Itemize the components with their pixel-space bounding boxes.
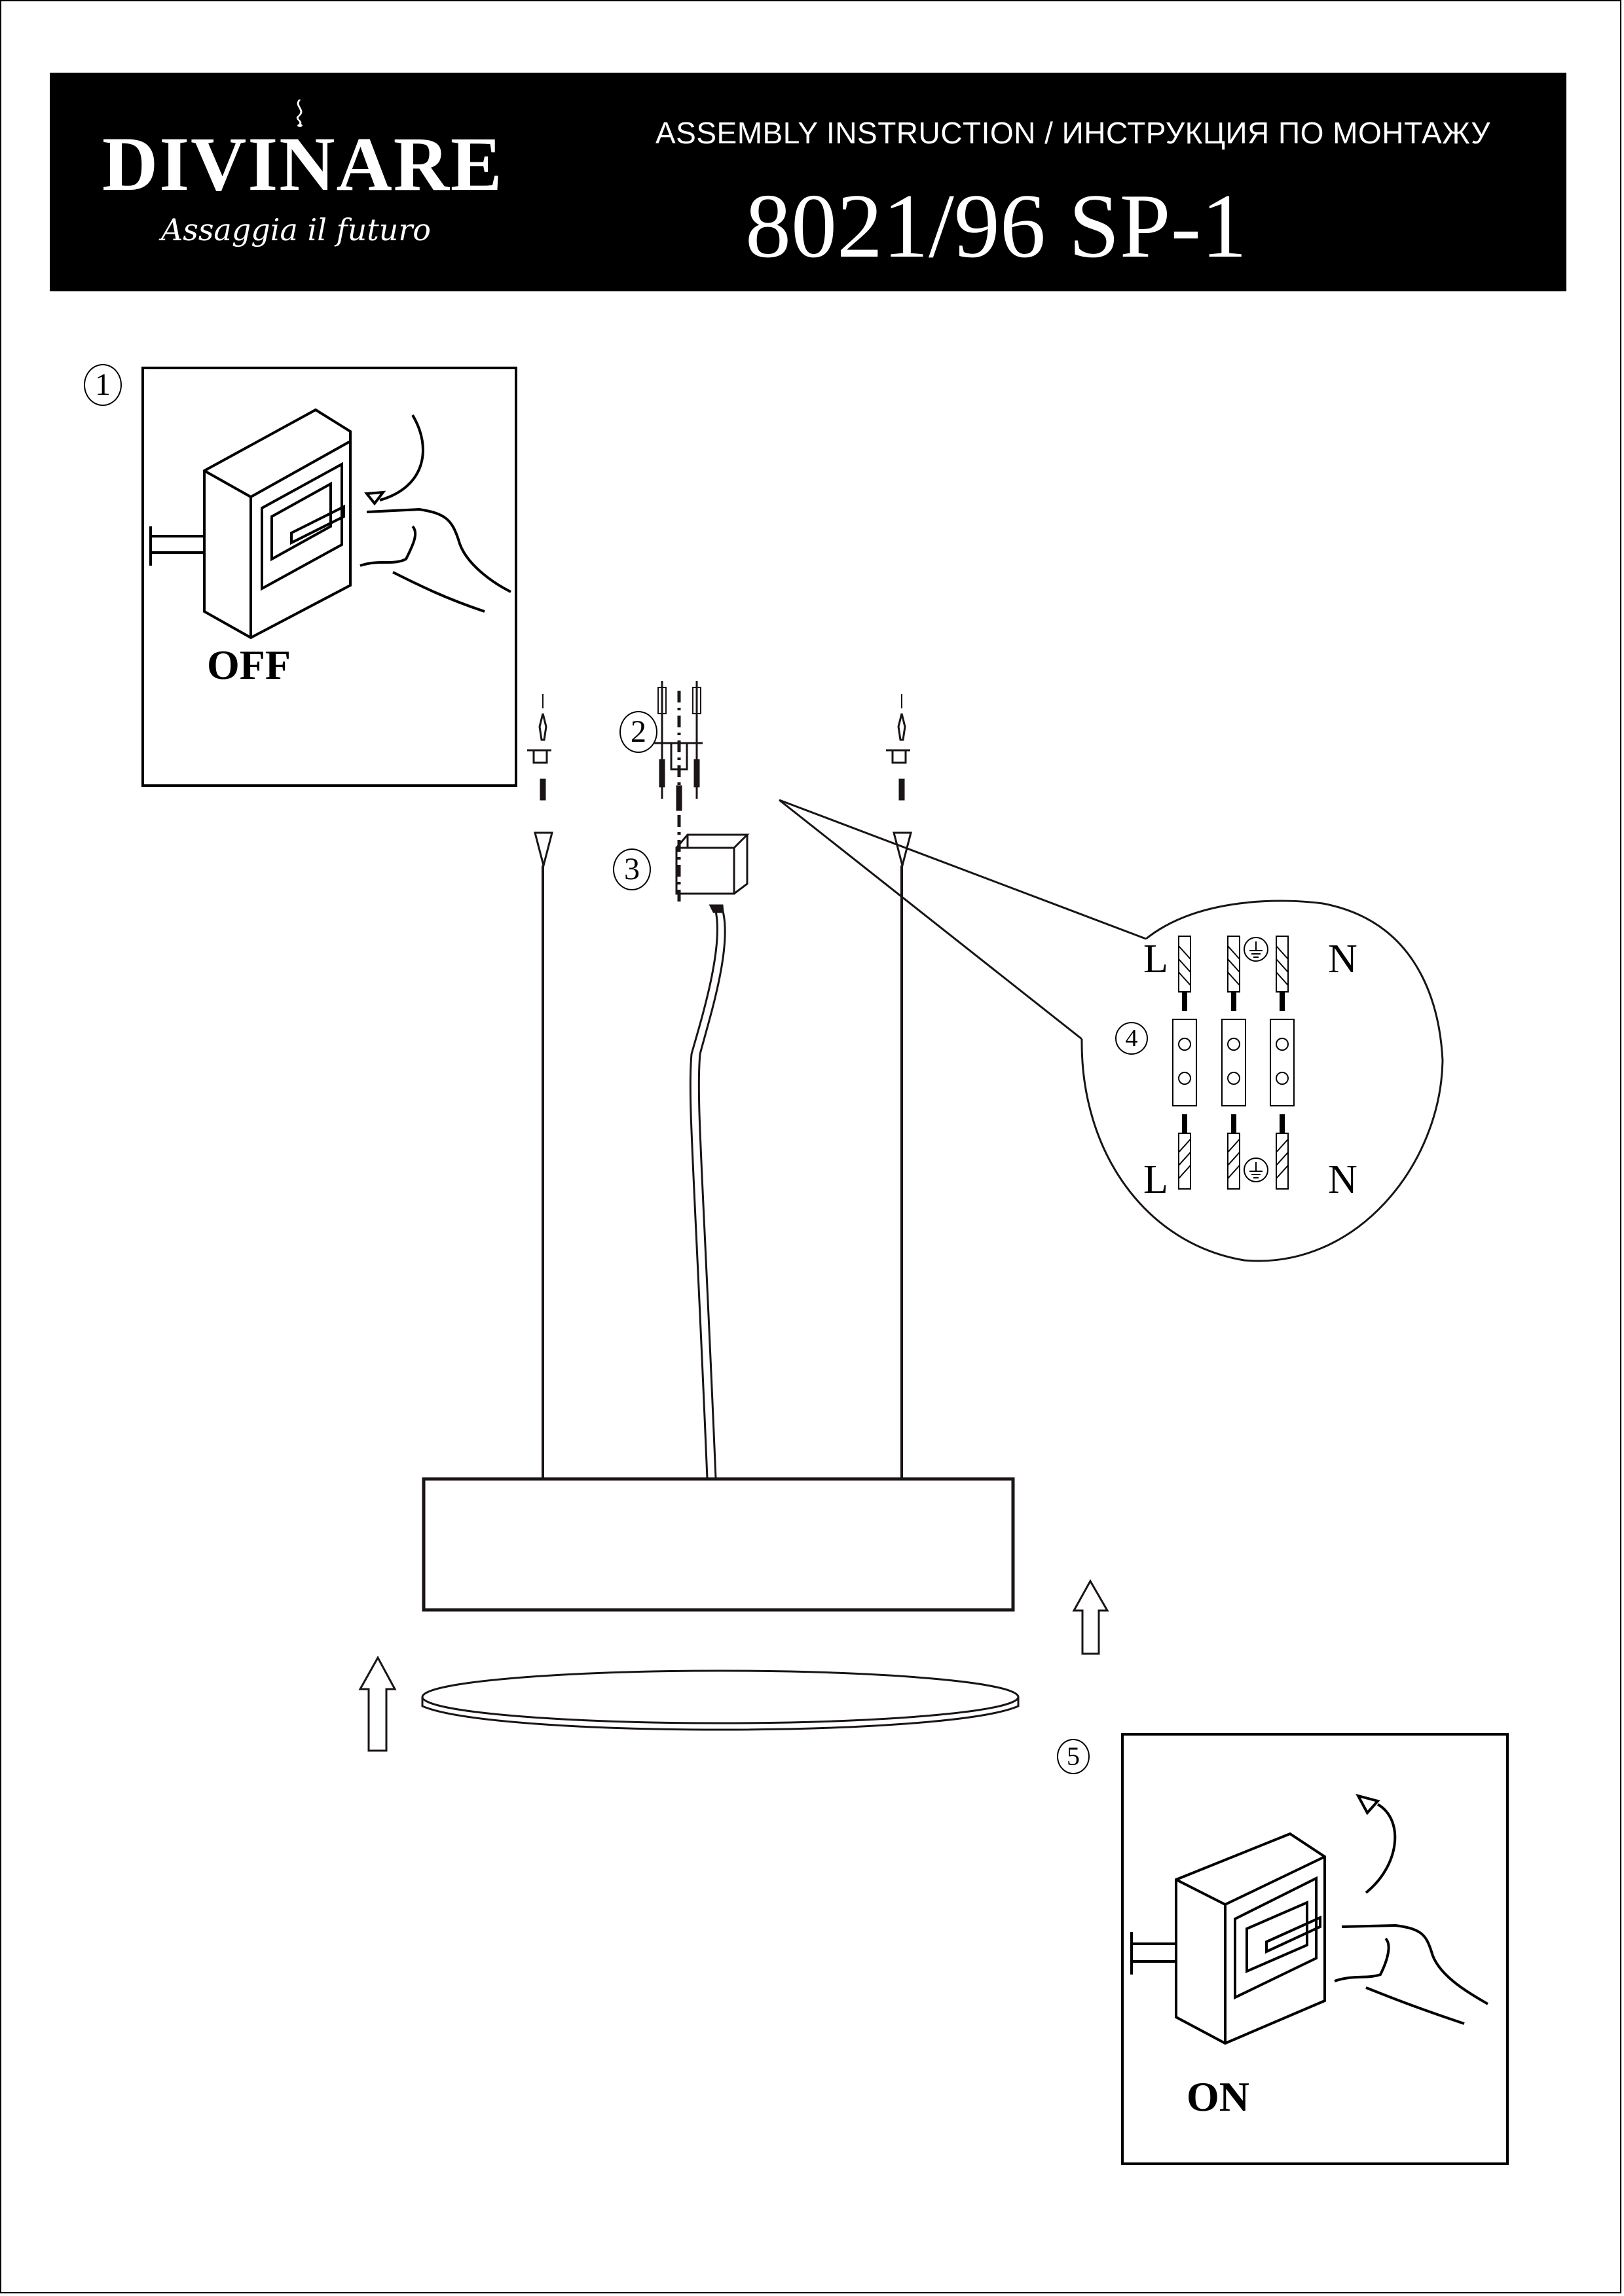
step-1-panel: OFF <box>141 367 517 787</box>
right-suspension-anchor-icon <box>886 694 912 1478</box>
wire-label-live-bottom: L <box>1143 1157 1168 1202</box>
header-banner: DIVINARE Assaggia il futuro ASSEMBLY INS… <box>50 73 1566 291</box>
ground-symbol-icon <box>1244 937 1268 962</box>
power-cable <box>689 904 726 1479</box>
wiring-callout-circle <box>1080 900 1444 1262</box>
arrow-up-icon <box>358 1655 397 1752</box>
wire-label-live-top: L <box>1143 937 1168 981</box>
off-label: OFF <box>207 642 291 688</box>
step-4-marker: 4 <box>1115 1013 1148 1055</box>
step-5-marker: 5 <box>1057 1732 1090 1774</box>
step-3-marker: 3 <box>613 846 651 890</box>
brand-tagline: Assaggia il futuro <box>161 212 432 247</box>
ground-symbol-icon <box>1244 1157 1268 1182</box>
brand-logo: DIVINARE <box>102 121 504 207</box>
callout-line <box>779 799 1147 940</box>
ceiling-mount-hardware-icon <box>654 681 703 903</box>
step-2-marker: 2 <box>619 708 657 753</box>
canopy-box-icon <box>675 833 750 895</box>
flame-logo-icon <box>296 99 303 127</box>
power-switch-off-icon <box>149 408 511 640</box>
model-number: 8021/96 SP-1 <box>745 175 1247 277</box>
diffuser-disc <box>421 1669 1020 1731</box>
wire-label-neutral-bottom: N <box>1328 1157 1357 1202</box>
power-switch-on-icon <box>1130 1793 1489 2045</box>
arrow-up-icon <box>1072 1578 1109 1655</box>
wire-label-neutral-top: N <box>1328 937 1357 981</box>
on-label: ON <box>1187 2073 1249 2120</box>
step-5-panel: ON <box>1121 1733 1509 2165</box>
step-1-marker: 1 <box>84 361 122 406</box>
callout-line <box>779 799 1082 1040</box>
lamp-body <box>422 1477 1015 1612</box>
wiring-terminal-icon <box>1172 936 1295 1190</box>
document-subtitle: ASSEMBLY INSTRUCTION / ИНСТРУКЦИЯ ПО МОН… <box>655 116 1490 150</box>
left-suspension-anchor-icon <box>527 694 553 1478</box>
brand-logo-block: DIVINARE Assaggia il futuro <box>102 99 600 276</box>
